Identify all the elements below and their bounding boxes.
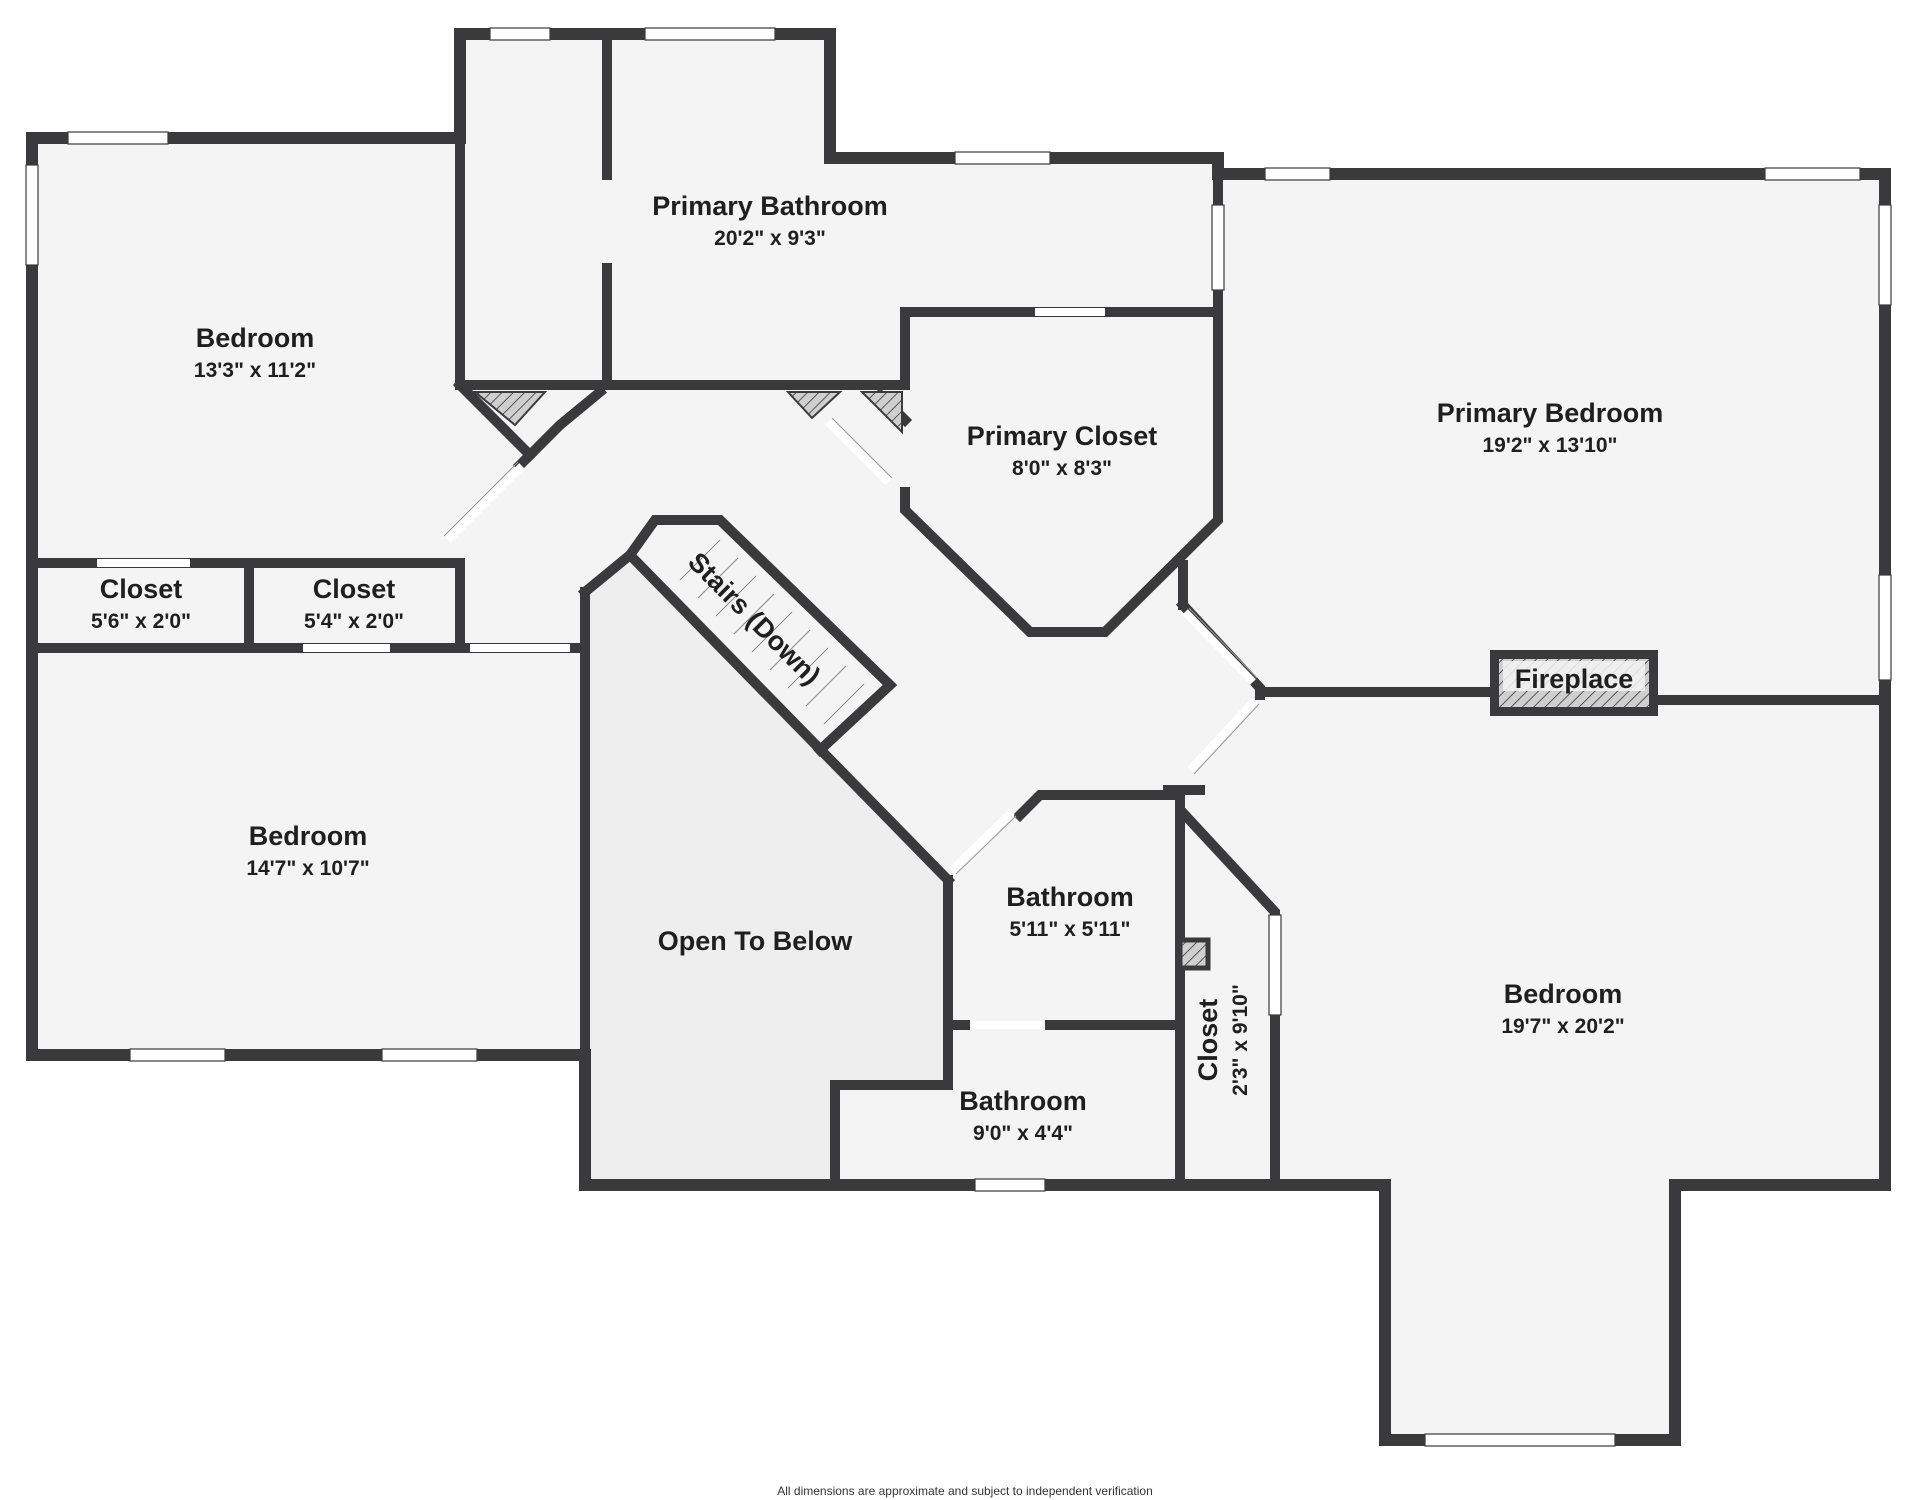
room-name-bedroom-nw: Bedroom: [196, 323, 315, 353]
interior-wall: [577, 515, 898, 758]
interior-wall: [830, 1080, 953, 1190]
hatched-pillars: [472, 391, 1211, 971]
window: [1878, 574, 1892, 681]
room-name-closet-1: Closet: [100, 574, 183, 604]
stairs: [679, 539, 865, 725]
window: [1878, 204, 1892, 306]
window: [1211, 204, 1225, 291]
door-edge: [1188, 607, 1258, 679]
window: [67, 131, 169, 145]
door-openings: [97, 308, 1260, 1029]
window: [1424, 1433, 1616, 1447]
fireplace-label: Fireplace: [1515, 664, 1634, 694]
fireplace-label-bg: [1503, 661, 1645, 691]
room-name-primary-bedroom: Primary Bedroom: [1437, 398, 1664, 428]
door-opening: [1187, 697, 1258, 773]
room-dims-closet-3: 2'3" x 9'10": [1229, 984, 1252, 1096]
main-floor: [32, 34, 1885, 1440]
door-opening: [825, 419, 891, 485]
interior-wall: [452, 377, 608, 463]
chase-hatch: [859, 391, 903, 435]
stair-tread: [715, 575, 757, 617]
window: [25, 164, 39, 266]
window: [644, 27, 776, 41]
window: [954, 151, 1051, 165]
chase-hatch: [1177, 937, 1211, 971]
stair-tread: [769, 629, 811, 671]
room-name-bathroom-2: Bathroom: [959, 1086, 1087, 1116]
door-opening: [1182, 609, 1256, 685]
fireplace: [1490, 650, 1658, 716]
window: [1268, 914, 1282, 1016]
window: [129, 1048, 226, 1062]
chase-hatch: [785, 391, 843, 420]
window: [1264, 167, 1331, 181]
exterior-walls: [26, 28, 1891, 1446]
interior-wall: [622, 547, 956, 888]
exterior-wall: [26, 28, 1891, 1446]
interior-wall: [900, 307, 1223, 637]
door-edge: [955, 815, 1017, 875]
room-dims-primary-closet: 8'0" x 8'3": [1012, 457, 1112, 480]
room-name-bedroom-w: Bedroom: [249, 821, 368, 851]
chase-hatch: [472, 391, 548, 427]
room-dims-closet-2: 5'4" x 2'0": [304, 610, 404, 633]
room-dims-bedroom-w: 14'7" x 10'7": [246, 857, 369, 880]
floor-fills: [32, 34, 1885, 1440]
door-opening: [949, 809, 1015, 873]
room-name-closet-3: Closet: [1193, 999, 1223, 1082]
disclaimer-text: All dimensions are approximate and subje…: [777, 1484, 1153, 1498]
room-name-bathroom-1: Bathroom: [1006, 882, 1134, 912]
room-name-closet-2: Closet: [313, 574, 396, 604]
door-opening: [445, 463, 525, 543]
window: [974, 1178, 1046, 1192]
room-dims-bathroom-1: 5'11" x 5'11": [1009, 918, 1130, 941]
stair-tread: [751, 611, 793, 653]
stair-tread: [823, 683, 865, 725]
window: [381, 1048, 478, 1062]
open-to-below-floor: [585, 555, 945, 1185]
window: [1764, 167, 1861, 181]
window: [489, 27, 551, 41]
door-edge: [831, 417, 893, 479]
interior-wall: [512, 447, 538, 473]
stair-tread: [733, 593, 775, 635]
door-edge: [1193, 703, 1260, 775]
stair-tread: [787, 647, 829, 689]
room-dims-bathroom-2: 9'0" x 4'4": [973, 1122, 1073, 1145]
room-dims-bedroom-nw: 13'3" x 11'2": [194, 359, 316, 382]
room-name-open-to-below: Open To Below: [658, 926, 853, 956]
door-edge: [443, 461, 519, 537]
stair-tread: [805, 665, 847, 707]
stair-tread: [697, 557, 739, 599]
room-name-bedroom-se: Bedroom: [1504, 979, 1623, 1009]
interior-wall: [1012, 790, 1185, 1190]
room-dims-bedroom-se: 19'7" x 20'2": [1501, 1015, 1624, 1038]
room-dims-closet-1: 5'6" x 2'0": [91, 610, 191, 633]
room-dims-primary-bedroom: 19'2" x 13'10": [1482, 434, 1617, 457]
room-dims-primary-bathroom: 20'2" x 9'3": [714, 227, 826, 250]
room-name-primary-bathroom: Primary Bathroom: [652, 191, 888, 221]
windows: [25, 27, 1892, 1447]
room-name-primary-closet: Primary Closet: [967, 421, 1158, 451]
stair-tread: [679, 539, 721, 581]
